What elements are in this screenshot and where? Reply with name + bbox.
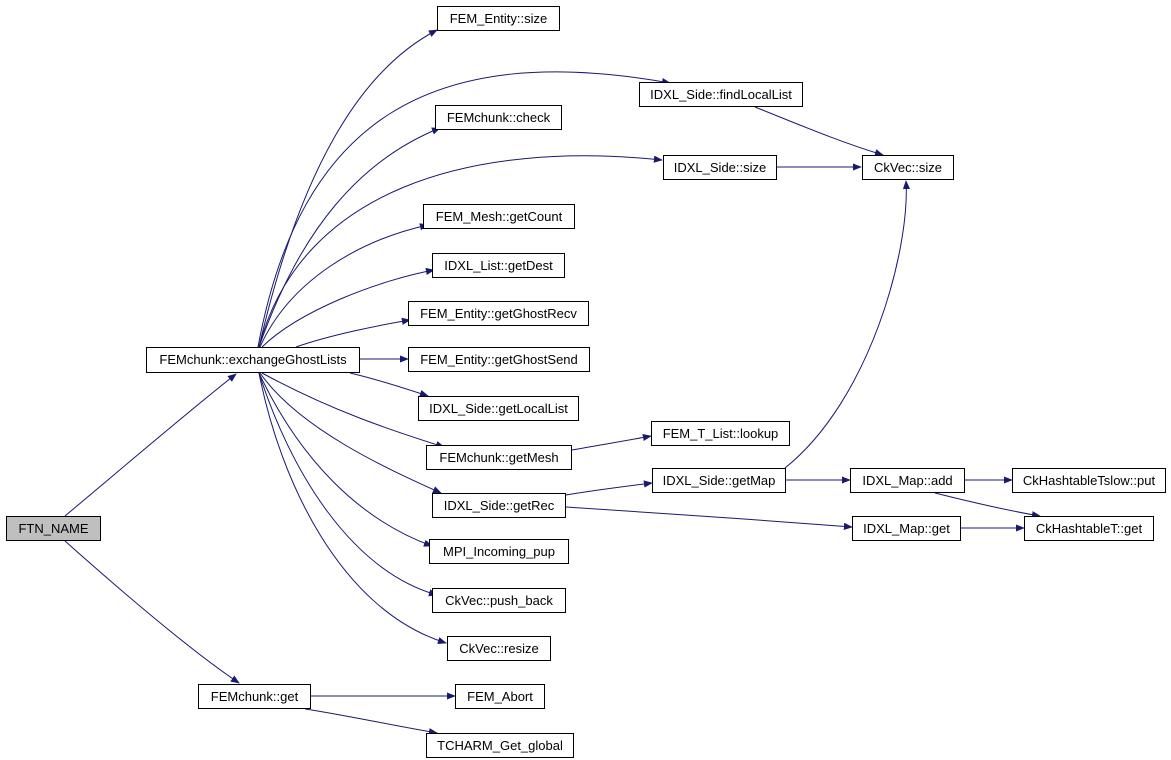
- node-mpi-pup[interactable]: MPI_Incoming_pup: [429, 539, 569, 564]
- node-lookup[interactable]: FEM_T_List::lookup: [651, 421, 790, 446]
- node-tslow-put[interactable]: CkHashtableTslow::put: [1012, 468, 1166, 493]
- node-ghostrecv[interactable]: FEM_Entity::getGhostRecv: [408, 301, 589, 326]
- edge-ftn_name-to-femchunk_get: [64, 540, 240, 684]
- node-getcount[interactable]: FEM_Mesh::getCount: [423, 204, 575, 229]
- node-ghostsend[interactable]: FEM_Entity::getGhostSend: [408, 347, 590, 372]
- edge-exchange-to-push_back: [258, 372, 438, 597]
- edge-getmap-to-ckvec_size: [784, 180, 911, 469]
- edge-exchange-to-getdest: [261, 267, 435, 348]
- node-hashtable-get[interactable]: CkHashtableT::get: [1024, 516, 1154, 541]
- node-getmesh[interactable]: FEMchunk::getMesh: [426, 445, 572, 470]
- node-getrec[interactable]: IDXL_Side::getRec: [432, 493, 566, 518]
- node-tcharm[interactable]: TCHARM_Get_global: [426, 733, 574, 758]
- edge-getmesh-to-lookup: [571, 433, 652, 451]
- node-side-size[interactable]: IDXL_Side::size: [663, 155, 777, 180]
- node-entity-size[interactable]: FEM_Entity::size: [437, 6, 560, 31]
- edge-exchange-to-entity_size: [258, 29, 438, 348]
- node-getmap[interactable]: IDXL_Side::getMap: [652, 468, 786, 493]
- edge-exchange-to-ghostrecv: [295, 317, 411, 348]
- edge-exchange-to-findlocallist: [257, 71, 671, 348]
- node-push-back[interactable]: CkVec::push_back: [432, 588, 566, 613]
- edge-exchange-to-check: [258, 127, 441, 348]
- edge-exchange-to-side_size: [258, 155, 663, 348]
- edge-getrec-to-getmap: [565, 480, 653, 496]
- node-ckvec-size[interactable]: CkVec::size: [862, 155, 954, 180]
- node-exchange[interactable]: FEMchunk::exchangeGhostLists: [146, 347, 360, 373]
- node-check[interactable]: FEMchunk::check: [435, 105, 562, 130]
- edge-exchange-to-getrec: [259, 372, 442, 494]
- node-getlocallist[interactable]: IDXL_Side::getLocalList: [418, 396, 579, 421]
- edge-exchange-to-getmesh: [261, 372, 445, 449]
- edge-map_add-to-hashtable_get: [934, 492, 1041, 519]
- edge-exchange-to-resize: [258, 372, 447, 645]
- node-femchunk-get[interactable]: FEMchunk::get: [198, 684, 311, 709]
- edge-ftn_name-to-exchange: [64, 373, 237, 517]
- node-findlocallist[interactable]: IDXL_Side::findLocalList: [639, 82, 803, 107]
- edge-exchange-to-getlocallist: [349, 372, 429, 397]
- node-resize[interactable]: CkVec::resize: [447, 636, 551, 661]
- edge-getrec-to-map_get: [565, 506, 853, 530]
- edge-femchunk_get-to-tcharm: [304, 708, 438, 736]
- edge-exchange-to-mpi_pup: [258, 372, 433, 547]
- edge-findlocallist-to-ckvec_size: [754, 106, 884, 157]
- node-map-add[interactable]: IDXL_Map::add: [850, 468, 965, 493]
- node-ftn-name: FTN_NAME: [6, 516, 101, 541]
- node-map-get[interactable]: IDXL_Map::get: [852, 516, 961, 541]
- node-getdest[interactable]: IDXL_List::getDest: [432, 253, 565, 278]
- node-fem-abort[interactable]: FEM_Abort: [455, 684, 545, 709]
- edge-exchange-to-getcount: [259, 223, 429, 348]
- call-edges: [64, 29, 1041, 736]
